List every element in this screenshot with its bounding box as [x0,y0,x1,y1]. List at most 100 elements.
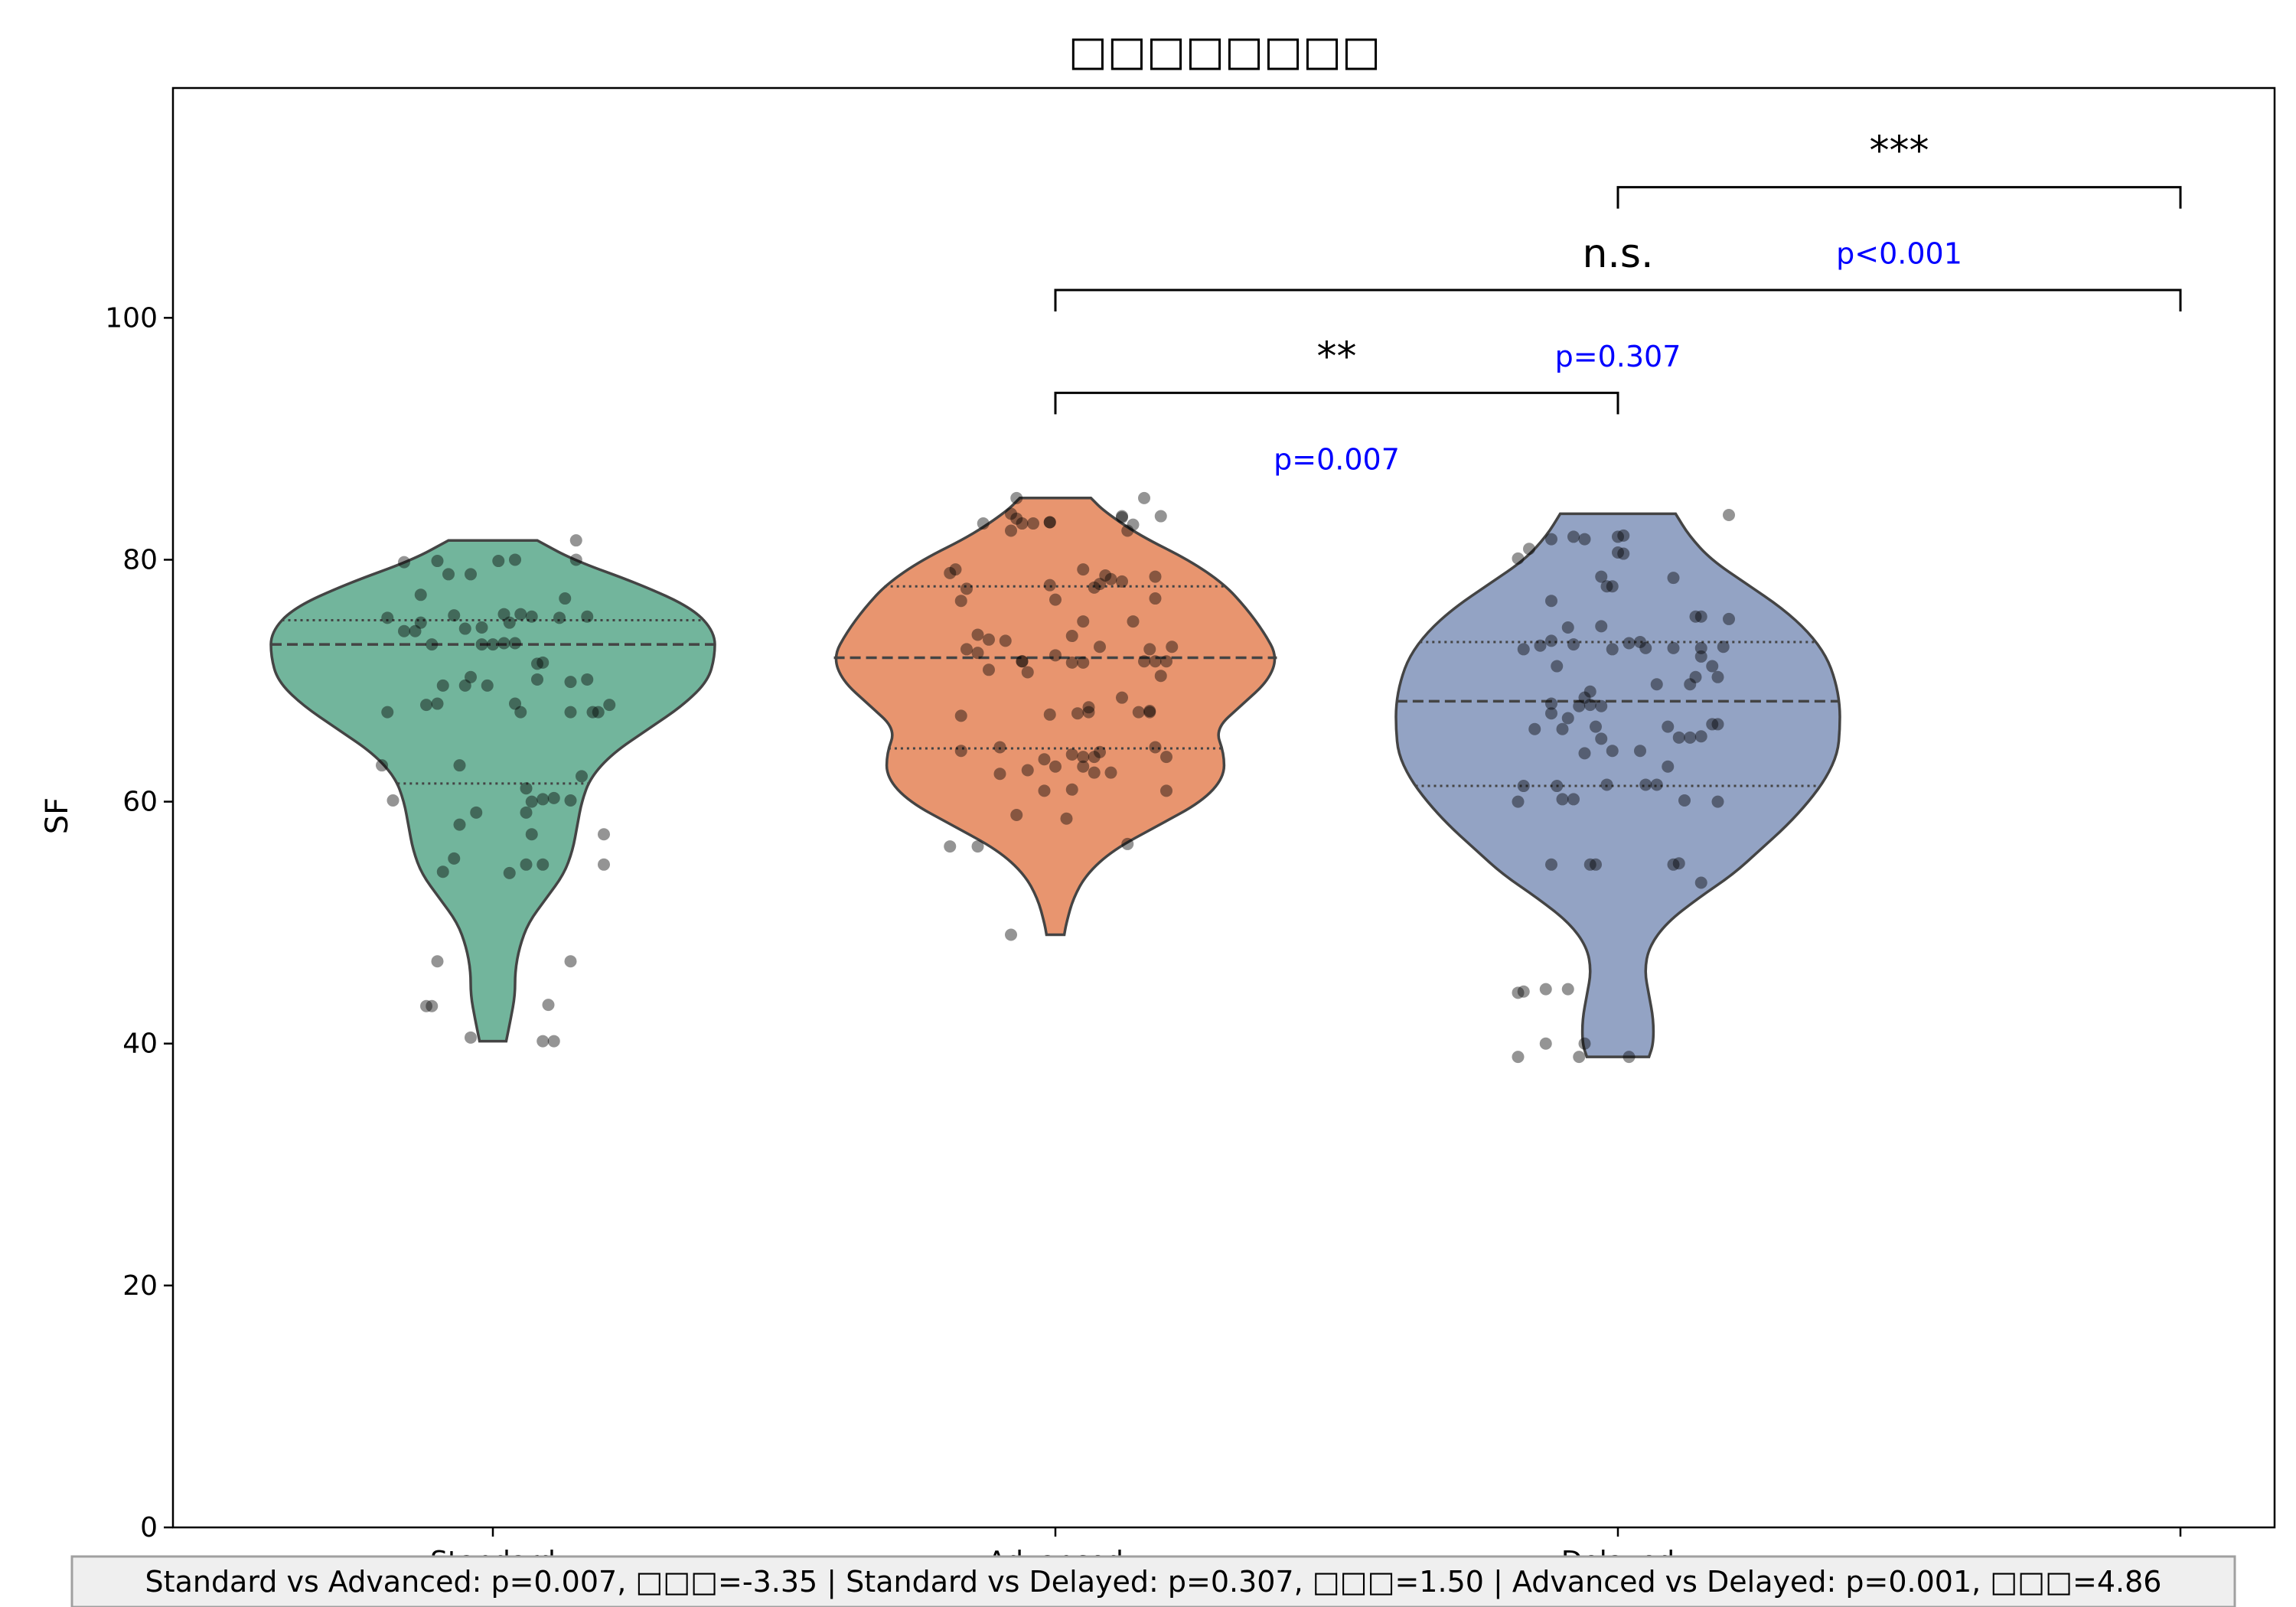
data-point [1723,612,1735,625]
data-point [420,999,432,1012]
data-point [531,657,543,670]
data-point [1617,547,1630,560]
data-point [1077,615,1090,628]
data-point [1595,699,1608,712]
data-point [1689,610,1702,623]
data-point [1539,1037,1552,1050]
data-point [1027,517,1039,530]
data-point [592,706,605,719]
data-point [1154,510,1167,523]
data-point [431,697,444,710]
data-point [1600,580,1613,593]
data-point [1612,546,1624,559]
data-point [414,616,427,629]
data-point [971,628,984,641]
data-point [497,637,510,650]
significance-label: n.s. [1582,231,1653,277]
data-point [1694,730,1707,743]
data-point [1600,778,1613,791]
data-point [1578,533,1591,546]
data-point [536,1035,550,1048]
data-point [1606,643,1619,656]
significance-bracket [1616,186,2182,209]
data-point [1567,793,1580,806]
data-point [1706,718,1719,731]
data-point [436,865,449,878]
data-point [1065,656,1078,669]
data-point [1678,794,1691,807]
data-point [1016,655,1029,668]
data-point [1623,637,1636,650]
data-point [944,566,957,579]
data-point [1071,707,1084,720]
data-point [1634,635,1646,648]
data-point [603,699,616,712]
data-point [581,673,594,686]
data-point [1043,516,1056,529]
data-point [1160,655,1172,668]
data-point [1667,572,1680,585]
data-point [1077,751,1090,764]
data-point [520,782,533,795]
data-point [1049,593,1062,606]
data-point [509,637,521,650]
data-point [442,568,455,581]
data-point [1561,621,1574,634]
data-point [960,582,973,595]
data-point [954,745,967,758]
data-point [431,555,444,568]
data-point [1143,705,1156,718]
significance-label: *** [1870,129,1929,174]
data-point [1116,691,1128,704]
data-point [1005,524,1017,537]
data-point [514,608,527,621]
data-point [999,634,1012,647]
data-point [426,999,439,1012]
data-point [1149,570,1162,583]
data-point [1711,795,1724,808]
violin-standard [269,539,716,1043]
data-point [1590,858,1602,871]
p-value-label: p=0.007 [1274,442,1400,476]
data-point [1617,529,1630,542]
data-point [1623,1051,1636,1064]
data-point [1005,507,1017,520]
data-point [1517,643,1530,656]
data-point [1049,760,1062,773]
data-point [1077,563,1090,576]
data-point [977,517,990,530]
data-point [993,768,1006,781]
data-point [971,647,984,660]
data-point [564,706,577,719]
data-point [1578,747,1591,760]
data-point [1551,780,1564,793]
data-point [1049,649,1062,662]
data-point [1573,699,1586,712]
data-point [509,553,521,566]
data-point [1556,722,1569,735]
data-point [1578,1037,1591,1050]
data-point [949,563,962,576]
data-point [983,633,995,646]
significance-bracket [1054,288,2182,311]
data-point [1723,508,1735,521]
data-point [487,638,499,651]
data-point [1595,570,1608,583]
data-point [1010,512,1023,525]
data-point [1606,745,1619,758]
data-point [944,840,957,853]
y-tick-label: 60 [122,787,158,818]
data-point [1116,511,1128,524]
data-point [1005,928,1017,941]
data-point [1143,706,1156,719]
data-point [1689,670,1702,683]
data-point [1650,678,1663,691]
y-tick-label: 80 [122,544,158,575]
data-point [426,638,439,651]
data-point [1077,656,1090,669]
data-point [453,759,466,772]
data-point [1065,748,1078,761]
data-point [1166,641,1179,654]
data-point [509,697,521,710]
data-point [465,670,477,683]
